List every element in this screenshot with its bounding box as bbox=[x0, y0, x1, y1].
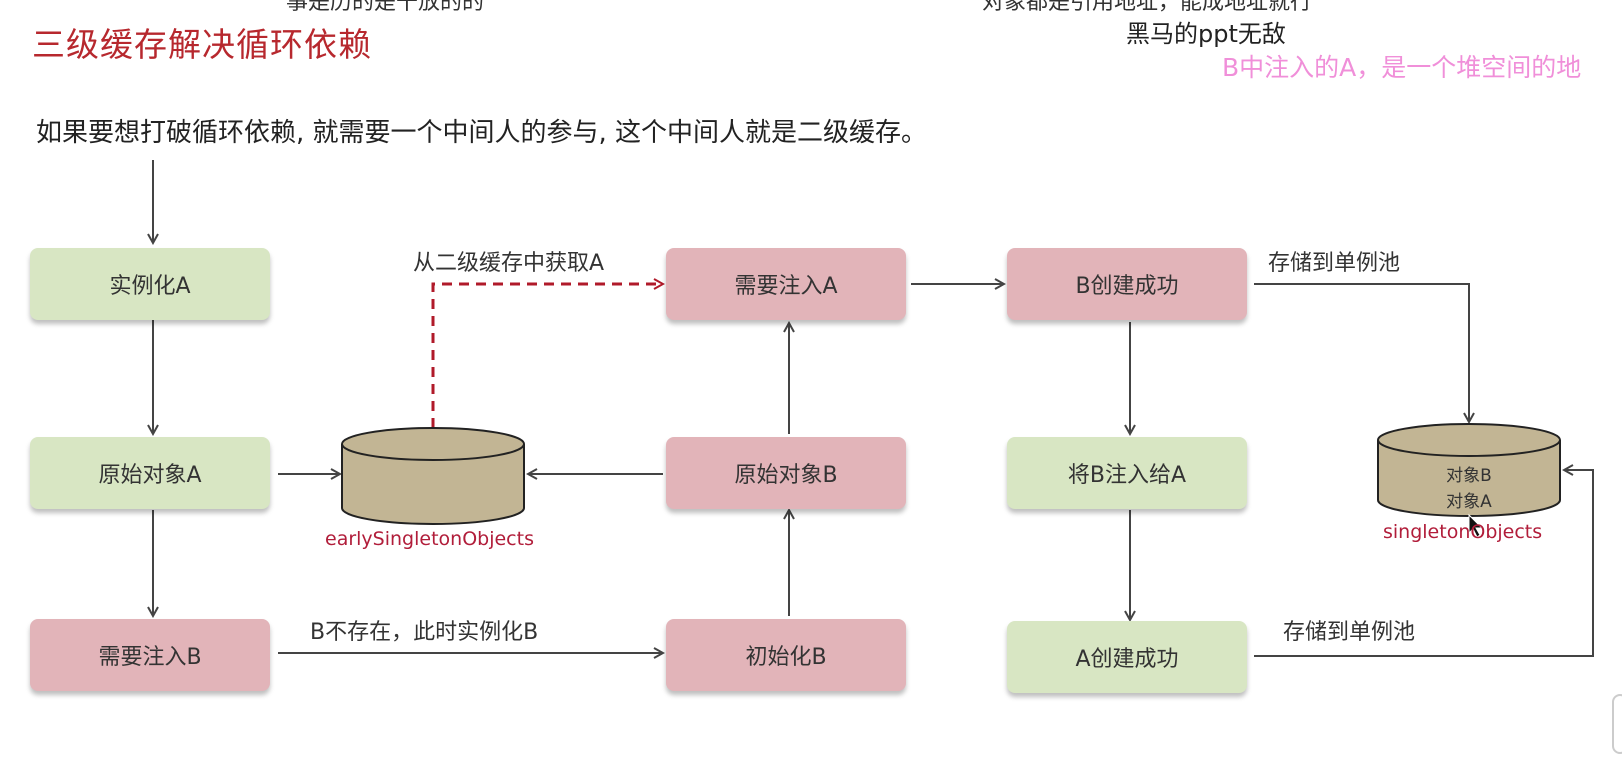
arrow-early-to-needA-dashed bbox=[431, 284, 663, 428]
label-store-a: 存储到单例池 bbox=[1283, 620, 1416, 645]
node-b-created: B创建成功 bbox=[1007, 248, 1247, 320]
early-singleton-objects-label: earlySingletonObjects bbox=[325, 528, 534, 550]
node-a-created: A创建成功 bbox=[1007, 621, 1247, 693]
singleton-objects-label: singletonObjects bbox=[1383, 521, 1543, 543]
label-get-from-second-cache: 从二级缓存中获取A bbox=[413, 251, 605, 276]
slide-title: 三级缓存解决循环依赖 bbox=[32, 25, 372, 64]
overlay-comment-top-right: 对象都是引用地址，能成地址就行 bbox=[982, 0, 1313, 15]
overlay-comment-line1: 黑马的ppt无敌 bbox=[1126, 20, 1286, 48]
node-inject-b-into-a: 将B注入给A bbox=[1007, 437, 1247, 509]
node-init-b: 初始化B bbox=[666, 619, 906, 691]
overlay-comment-top-left: 事是历的是干放的的 bbox=[286, 0, 485, 15]
mouse-cursor bbox=[1468, 513, 1484, 538]
cylinder-early bbox=[341, 427, 525, 525]
singleton-item-a: 对象A bbox=[1446, 492, 1492, 512]
label-b-missing: B不存在，此时实例化B bbox=[310, 620, 539, 645]
side-scroll-handle[interactable] bbox=[1612, 694, 1622, 754]
arrow-aDone-to-singleton bbox=[1254, 470, 1594, 657]
node-need-inject-b: 需要注入B bbox=[30, 619, 270, 691]
node-raw-object-b: 原始对象B bbox=[666, 437, 906, 509]
slide-subtitle: 如果要想打破循环依赖, 就需要一个中间人的参与, 这个中间人就是二级缓存。 bbox=[36, 118, 928, 148]
singleton-item-b: 对象B bbox=[1446, 466, 1492, 486]
node-instantiate-a: 实例化A bbox=[30, 248, 270, 320]
arrow-bDone-to-singleton bbox=[1254, 283, 1469, 422]
label-store-b: 存储到单例池 bbox=[1268, 251, 1401, 276]
overlay-comment-line2: B中注入的A，是一个堆空间的地 bbox=[1222, 53, 1582, 82]
cylinder-singleton bbox=[1377, 423, 1561, 517]
node-raw-object-a: 原始对象A bbox=[30, 437, 270, 509]
node-need-inject-a: 需要注入A bbox=[666, 248, 906, 320]
